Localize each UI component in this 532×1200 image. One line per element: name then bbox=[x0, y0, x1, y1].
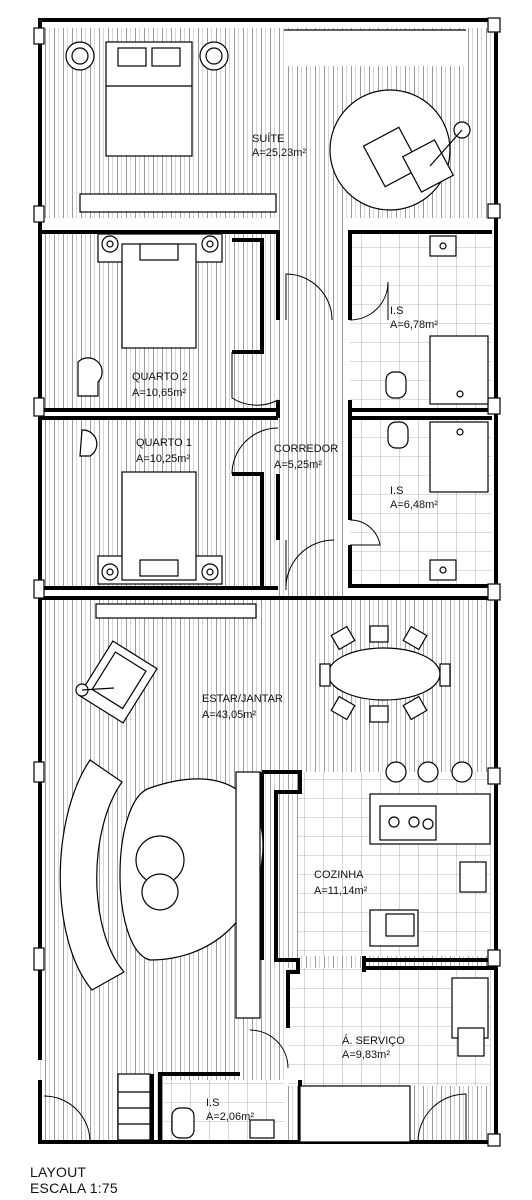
label-servico: Á. SERVIÇO bbox=[342, 1034, 405, 1047]
label-is2: I.S bbox=[390, 485, 403, 497]
label-quarto2: QUARTO 2 bbox=[132, 371, 188, 383]
living-furniture bbox=[59, 603, 264, 1019]
suite-bottom-wall bbox=[40, 230, 280, 320]
area-cozinha: A=11,14m² bbox=[314, 885, 368, 897]
label-quarto1: QUARTO 1 bbox=[136, 437, 192, 449]
quarto2-bed bbox=[77, 233, 223, 397]
doors bbox=[43, 273, 467, 1143]
quarto1-bed bbox=[79, 429, 223, 585]
bath-bottom-wall bbox=[348, 545, 492, 588]
area-is1: A=6,78m² bbox=[390, 319, 438, 331]
area-is2: A=6,48m² bbox=[390, 499, 438, 511]
windows bbox=[33, 17, 501, 1147]
label-corredor: CORREDOR bbox=[274, 443, 338, 455]
area-estar: A=43,05m² bbox=[202, 709, 256, 721]
walls bbox=[38, 18, 498, 1144]
room-labels: SUÍTE A=25,23m² QUARTO 2 A=10,65m² QUART… bbox=[132, 132, 438, 1123]
suite-rug-chair bbox=[329, 89, 471, 211]
area-corredor: A=5,25m² bbox=[274, 459, 322, 471]
outer-wall bbox=[38, 18, 498, 1144]
caption-scale: ESCALA 1:75 bbox=[30, 1180, 118, 1196]
label-cozinha: COZINHA bbox=[314, 869, 364, 881]
area-quarto2: A=10,65m² bbox=[132, 387, 186, 399]
bath-fixtures bbox=[385, 235, 489, 581]
label-is1: I.S bbox=[390, 305, 403, 317]
area-suite: A=25,23m² bbox=[252, 147, 306, 159]
is3-wall bbox=[158, 1072, 240, 1142]
area-quarto1: A=10,25m² bbox=[136, 453, 190, 465]
area-servico: A=9,83m² bbox=[342, 1049, 390, 1061]
dining-table bbox=[319, 625, 451, 723]
caption-title: LAYOUT bbox=[30, 1164, 87, 1180]
quarto1-closet-wall bbox=[232, 472, 264, 588]
area-is3: A=2,06m² bbox=[206, 1111, 254, 1123]
service-furniture bbox=[117, 977, 489, 1143]
quarto2-closet-wall bbox=[232, 238, 264, 354]
kitchen-wall bbox=[262, 770, 302, 1028]
sofa bbox=[59, 759, 125, 991]
label-is3: I.S bbox=[206, 1097, 219, 1109]
label-estar: ESTAR/JANTAR bbox=[202, 693, 283, 705]
corredor-floor bbox=[278, 218, 344, 598]
label-suite: SUÍTE bbox=[252, 132, 284, 145]
suite-bed bbox=[65, 41, 277, 213]
kitchen-furniture bbox=[369, 761, 491, 947]
armchair bbox=[78, 640, 158, 724]
